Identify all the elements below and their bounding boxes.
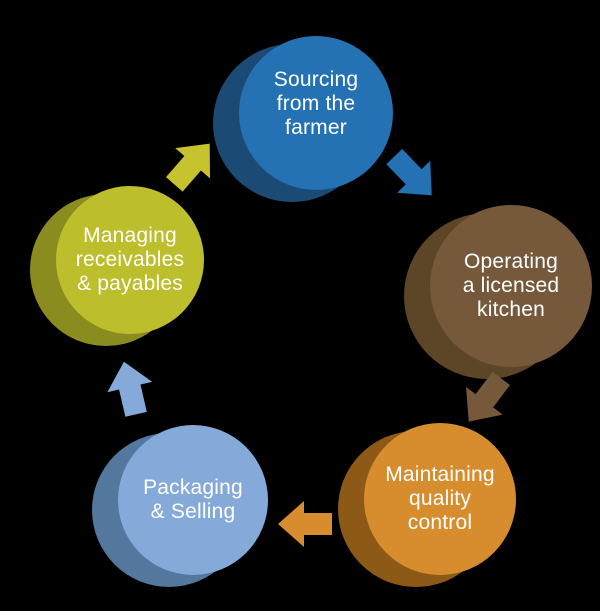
managing-circle: Managing receivables & payables [56,186,204,334]
block-arrow-shape [165,143,211,192]
packaging-label: Packaging & Selling [143,476,243,523]
arrow-managing-to-sourcing-icon [165,143,211,192]
block-arrow-shape [107,361,153,417]
operating-label: Operating a licensed kitchen [462,250,560,321]
block-arrow-shape [466,371,511,422]
arrow-maintaining-to-packaging-icon [278,501,332,547]
sourcing-circle: Sourcing from the farmer [239,36,393,190]
maintaining-label: Maintaining quality control [385,463,495,534]
arrow-packaging-to-managing-icon [107,361,153,417]
block-arrow-shape [278,501,332,547]
operating-circle: Operating a licensed kitchen [430,205,592,367]
sourcing-label: Sourcing from the farmer [273,68,359,139]
maintaining-circle: Maintaining quality control [364,423,516,575]
block-arrow-shape [386,148,432,196]
managing-label: Managing receivables & payables [75,224,185,295]
arrow-operating-to-maintaining-icon [466,371,511,422]
arrow-sourcing-to-operating-icon [386,148,432,196]
packaging-circle: Packaging & Selling [118,425,268,575]
